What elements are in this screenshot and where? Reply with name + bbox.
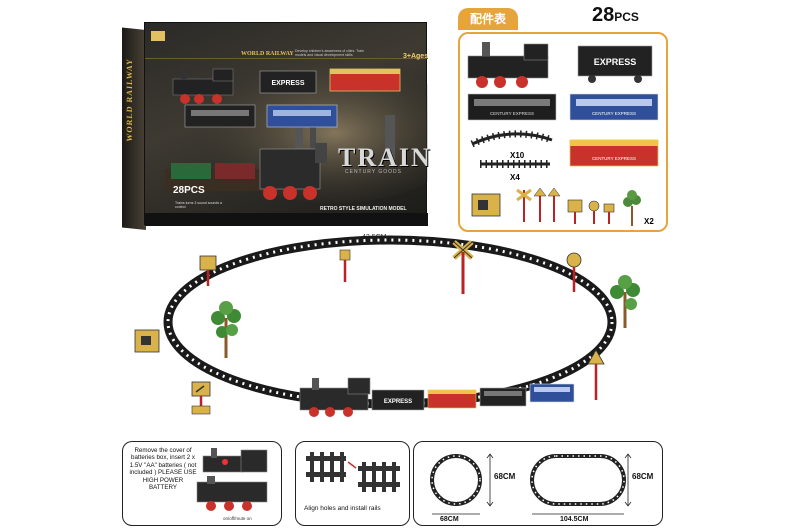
box-side-text: WORLD RAILWAY — [125, 57, 134, 143]
part-tender-label: EXPRESS — [594, 57, 637, 67]
box-subtitle: CENTURY GOODS — [345, 169, 402, 175]
tree-left — [211, 301, 241, 358]
oval-width-label: 104.5CM — [560, 516, 589, 523]
circle-height-label: 68CM — [494, 472, 516, 481]
warning-sign-right — [587, 349, 605, 400]
rail-instruction-panel: Align holes and install rails — [295, 441, 410, 526]
box-side-panel: WORLD RAILWAY — [122, 27, 146, 231]
part-black-car-label: CENTURY EXPRESS — [490, 111, 534, 116]
total-pieces: 28PCS — [592, 4, 639, 27]
box-description: Develop children's awareness of cities. … — [295, 49, 364, 57]
box-brand: WORLD RAILWAY — [241, 51, 294, 57]
sign-round-right — [566, 252, 582, 292]
product-box: WORLD RAILWAY — [122, 22, 430, 241]
box-artwork: EXPRESS — [145, 31, 428, 226]
trees-qty: X2 — [644, 217, 654, 226]
part-curved-rail — [470, 130, 554, 148]
assembled-train: EXPRESS — [299, 377, 575, 417]
part-red-car-label: CENTURY EXPRESS — [592, 156, 636, 161]
box-feature-notes: Trains turns 3 sound sounds a control — [175, 201, 222, 209]
parts-header: 配件表 — [458, 8, 518, 30]
straight-rail-qty: X4 — [510, 173, 520, 182]
part-passenger-car-blue: CENTURY EXPRESS — [569, 93, 659, 121]
railroad-crossing-sign — [452, 240, 474, 294]
part-passenger-car-red: CENTURY EXPRESS — [569, 139, 659, 167]
curved-rail-qty: X10 — [510, 151, 525, 160]
part-blue-car-label: CENTURY EXPRESS — [592, 111, 636, 116]
on-off-label: on/off/mute on — [223, 516, 252, 521]
battery-instruction-panel: Remove the cover of batteries box, inser… — [122, 441, 282, 526]
parts-list-panel: EXPRESS CENTURY EXPRESS CENTURY EXPRESS … — [458, 32, 668, 232]
battery-instruction-text: Remove the cover of batteries box, inser… — [129, 447, 197, 492]
part-express-tender: EXPRESS — [577, 45, 653, 83]
total-pieces-number: 28 — [592, 4, 615, 26]
parts-illustrations: EXPRESS CENTURY EXPRESS CENTURY EXPRESS … — [467, 42, 659, 226]
rail-joining-illustration — [306, 452, 400, 492]
circle-width-label: 68CM — [440, 516, 459, 523]
box-front: EXPRESS — [144, 22, 430, 226]
box-footer: RETRO STYLE SIMULATION MODEL — [320, 206, 407, 212]
sign-stop-left — [199, 255, 217, 286]
assembled-track-scene: EXPRESS — [134, 235, 640, 417]
total-pieces-unit: PCS — [614, 10, 639, 24]
oval-height-label: 68CM — [632, 472, 654, 481]
rail-instruction-text: Align holes and install rails — [304, 505, 381, 512]
box-piece-count: 28PCS — [173, 185, 205, 196]
station-sign-left — [134, 329, 160, 353]
track-sleepers — [166, 238, 614, 406]
train-tender-label: EXPRESS — [384, 399, 412, 405]
part-locomotive — [467, 42, 549, 88]
box-title: TRAIN — [338, 143, 432, 172]
layout-size-panel: 68CM 68CM 68CM 104.5CM — [413, 441, 663, 526]
age-badge: 3+Ages — [403, 53, 429, 60]
part-signs-and-trees — [471, 187, 641, 226]
tree-right — [610, 275, 640, 328]
layout-size-diagram — [430, 453, 632, 515]
locomotive-battery-illustration — [196, 448, 268, 511]
sign-arrow-bottom-left — [191, 381, 211, 415]
part-passenger-car-black: CENTURY EXPRESS — [467, 93, 557, 121]
box-tender-label: EXPRESS — [271, 80, 304, 87]
sign-top-small — [339, 249, 351, 282]
